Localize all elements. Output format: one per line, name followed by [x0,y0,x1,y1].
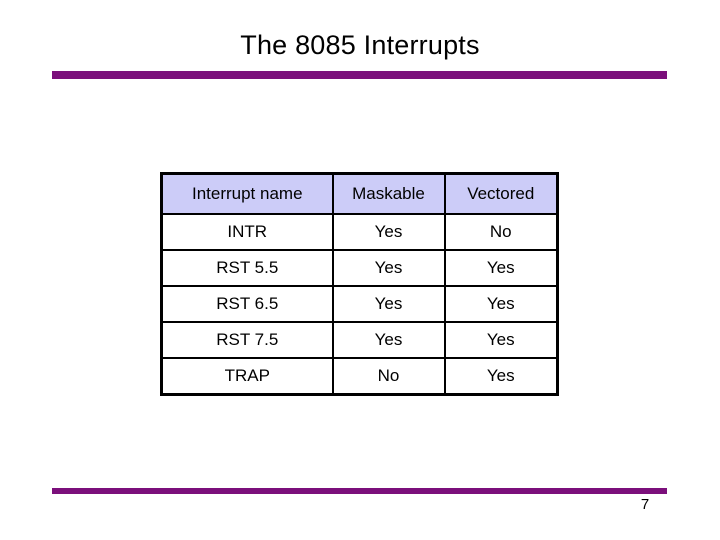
cell-vectored: Yes [443,249,559,287]
table-body: INTR Yes No RST 5.5 Yes Yes RST 6.5 Yes … [160,213,559,396]
interrupt-table-container: Interrupt name Maskable Vectored INTR Ye… [160,172,559,396]
cell-vectored: No [443,213,559,251]
table-row: RST 6.5 Yes Yes [160,285,559,323]
table-row: INTR Yes No [160,213,559,251]
page-number: 7 [640,496,650,513]
interrupt-table: Interrupt name Maskable Vectored INTR Ye… [160,172,559,396]
table-row: TRAP No Yes [160,357,559,396]
column-header-maskable: Maskable [331,172,446,215]
cell-maskable: Yes [331,249,446,287]
cell-interrupt-name: TRAP [160,357,334,396]
cell-maskable: No [331,357,446,396]
column-header-interrupt-name: Interrupt name [160,172,334,215]
cell-vectored: Yes [443,285,559,323]
table-row: RST 5.5 Yes Yes [160,249,559,287]
column-header-vectored: Vectored [443,172,559,215]
page-title: The 8085 Interrupts [240,30,480,60]
cell-maskable: Yes [331,285,446,323]
cell-maskable: Yes [331,321,446,359]
cell-maskable: Yes [331,213,446,251]
footer-divider-rule-bottom [52,488,667,494]
cell-interrupt-name: INTR [160,213,334,251]
cell-interrupt-name: RST 6.5 [160,285,334,323]
table-row: RST 7.5 Yes Yes [160,321,559,359]
cell-interrupt-name: RST 7.5 [160,321,334,359]
cell-vectored: Yes [443,357,559,396]
table-header-row: Interrupt name Maskable Vectored [160,172,559,215]
cell-vectored: Yes [443,321,559,359]
title-divider-rule-top [52,71,667,79]
cell-interrupt-name: RST 5.5 [160,249,334,287]
